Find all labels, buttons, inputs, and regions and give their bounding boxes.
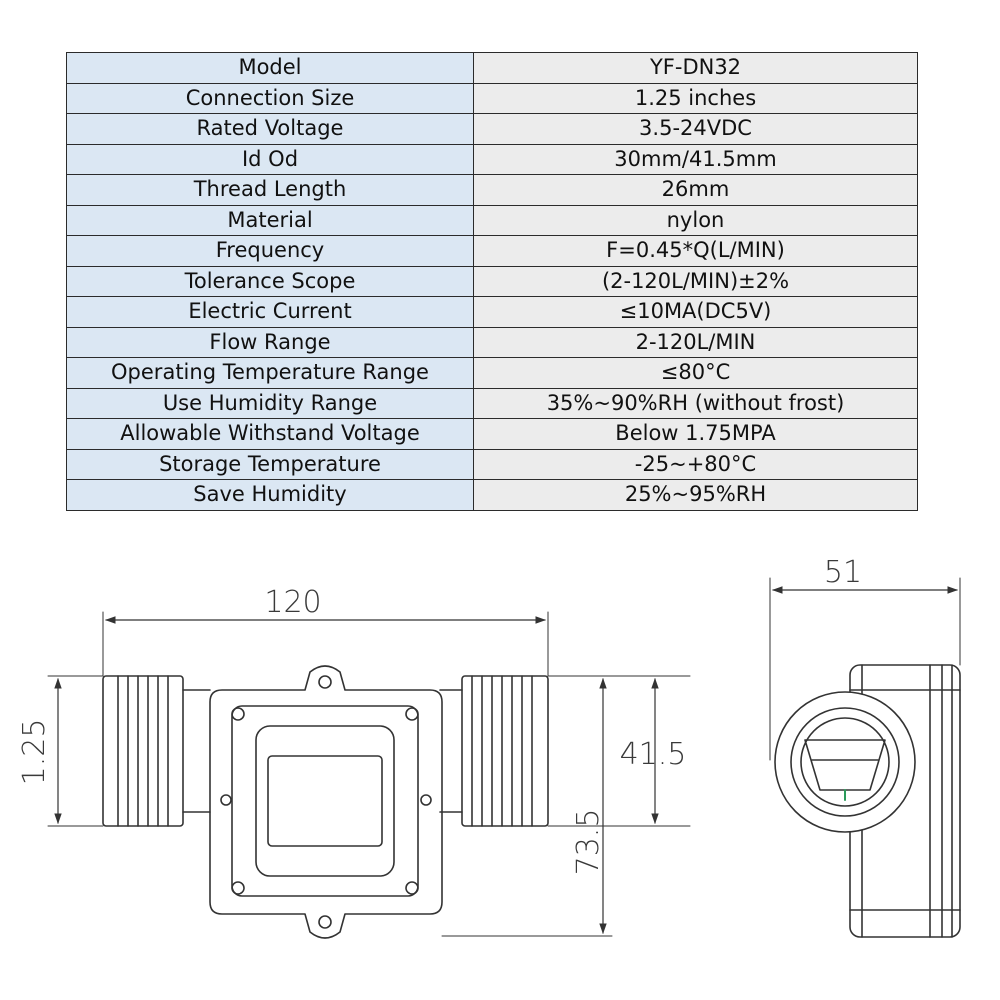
spec-value: 2-120L/MIN xyxy=(473,326,918,358)
right-connector xyxy=(439,675,549,827)
spec-row: Tolerance Scope(2-120L/MIN)±2% xyxy=(66,265,918,297)
spec-name: Connection Size xyxy=(66,82,474,114)
dim-length-label: 120 xyxy=(264,585,321,620)
spec-value: nylon xyxy=(473,204,918,236)
left-connector xyxy=(102,675,211,827)
spec-name: Model xyxy=(66,52,474,84)
spec-value: -25~+80°C xyxy=(473,448,918,480)
side-view xyxy=(769,577,961,938)
dim-connection xyxy=(47,675,104,827)
spec-name: Electric Current xyxy=(66,296,474,328)
spec-name: Tolerance Scope xyxy=(66,265,474,297)
dim-connection-label: 1.25 xyxy=(17,719,52,786)
spec-value: 26mm xyxy=(473,174,918,206)
spec-row: Electric Current≤10MA(DC5V) xyxy=(66,296,918,328)
spec-name: Material xyxy=(66,204,474,236)
spec-name: Storage Temperature xyxy=(66,448,474,480)
spec-name: Rated Voltage xyxy=(66,113,474,145)
spec-value: 35%~90%RH (without frost) xyxy=(473,387,918,419)
spec-value: 3.5-24VDC xyxy=(473,113,918,145)
dim-width-label: 51 xyxy=(824,555,862,590)
spec-value: F=0.45*Q(L/MIN) xyxy=(473,235,918,267)
spec-name: Operating Temperature Range xyxy=(66,357,474,389)
spec-name: Flow Range xyxy=(66,326,474,358)
spec-value: ≤80°C xyxy=(473,357,918,389)
spec-value: 25%~95%RH xyxy=(473,479,918,511)
dim-width xyxy=(769,577,961,761)
dim-outer-diameter-label: 41.5 xyxy=(620,737,687,772)
spec-name: Frequency xyxy=(66,235,474,267)
spec-value: 30mm/41.5mm xyxy=(473,143,918,175)
spec-value: (2-120L/MIN)±2% xyxy=(473,265,918,297)
spec-row: Storage Temperature-25~+80°C xyxy=(66,448,918,480)
dim-length xyxy=(102,611,549,677)
front-view xyxy=(47,611,691,939)
dim-height-label: 73.5 xyxy=(571,809,606,876)
spec-row: Operating Temperature Range≤80°C xyxy=(66,357,918,389)
sensor-body xyxy=(209,665,443,939)
spec-name: Allowable Withstand Voltage xyxy=(66,418,474,450)
dim-height xyxy=(441,677,613,937)
dimension-drawing: 120 1.25 41.5 73.5 51 xyxy=(17,555,961,939)
spec-name: Id Od xyxy=(66,143,474,175)
spec-name: Use Humidity Range xyxy=(66,387,474,419)
spec-value: Below 1.75MPA xyxy=(473,418,918,450)
spec-value: 1.25 inches xyxy=(473,82,918,114)
spec-name: Thread Length xyxy=(66,174,474,206)
spec-value: ≤10MA(DC5V) xyxy=(473,296,918,328)
spec-value: YF-DN32 xyxy=(473,52,918,84)
dim-outer-diameter xyxy=(547,675,691,827)
spec-name: Save Humidity xyxy=(66,479,474,511)
